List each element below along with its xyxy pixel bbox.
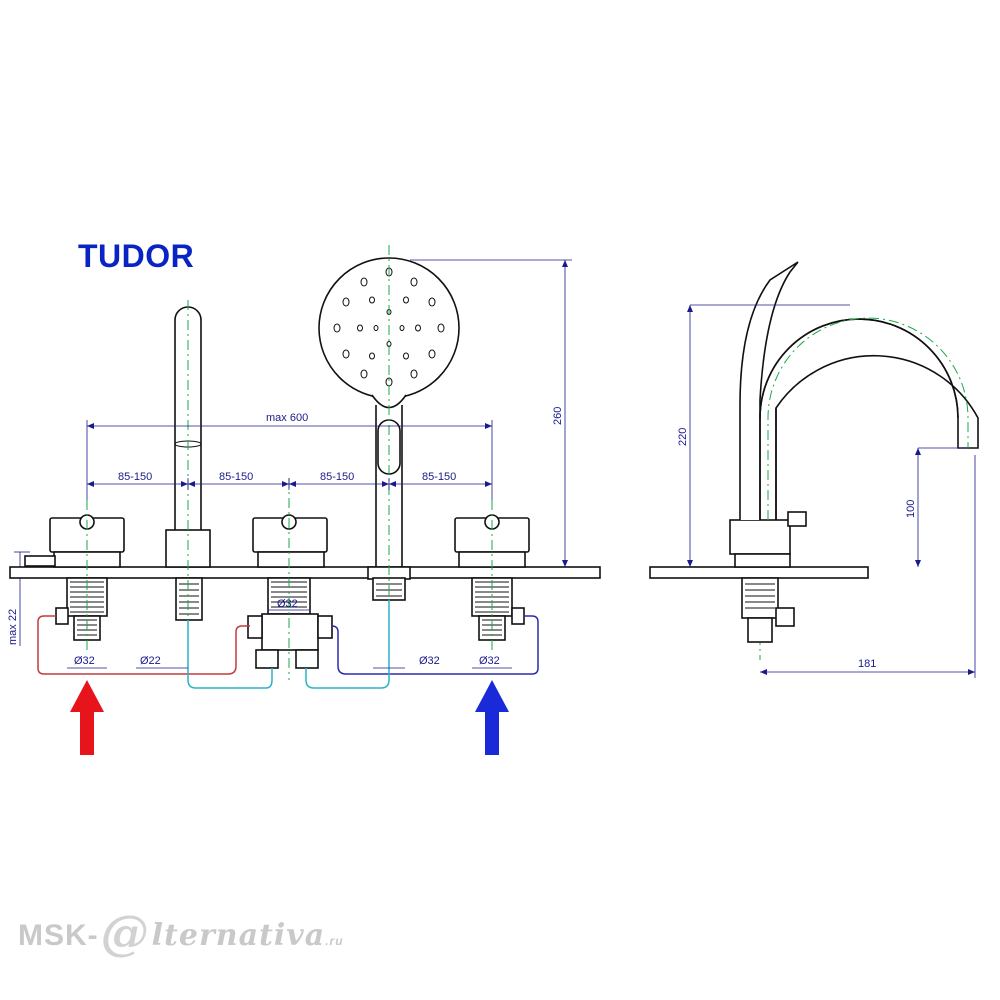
watermark-prefix: MSK-: [18, 919, 99, 952]
side-dimension-arrows: [687, 305, 975, 675]
cold-water-arrow-icon: [475, 680, 509, 755]
dim-max-22: max 22: [7, 609, 19, 645]
hoses: [37, 600, 539, 689]
dim-spacing-1: 85-150: [118, 471, 152, 483]
dim-side-220: 220: [677, 428, 689, 446]
hot-water-arrow-icon: [70, 680, 104, 755]
dimension-arrows: [87, 260, 568, 567]
dim-dia-shower: Ø32: [419, 655, 440, 667]
shower-hose: [305, 600, 390, 689]
dim-spacing-3: 85-150: [320, 471, 354, 483]
dim-dia-cold: Ø32: [479, 655, 500, 667]
front-view: [9, 257, 601, 669]
dim-dia-spout: Ø22: [140, 655, 161, 667]
deck-plate: [9, 566, 601, 579]
spout: [165, 306, 211, 621]
cold-hose: [331, 615, 539, 675]
dim-spacing-2: 85-150: [219, 471, 253, 483]
dim-height-260: 260: [552, 407, 564, 425]
side-dimensions: [689, 304, 976, 678]
spout-hose: [187, 620, 273, 689]
dim-max-600: max 600: [266, 412, 308, 424]
hot-hose: [37, 615, 250, 675]
watermark-tail: lternativa: [151, 918, 326, 953]
product-title: TUDOR: [78, 238, 195, 274]
dim-side-100: 100: [905, 500, 917, 518]
dim-dia-hot: Ø32: [74, 655, 95, 667]
dim-dia-center: Ø32: [277, 598, 298, 610]
side-view: [649, 261, 979, 643]
dim-side-181: 181: [858, 658, 876, 670]
side-centerline-arc: [767, 317, 969, 520]
watermark-at: @: [100, 905, 150, 961]
side-deck-plate: [649, 566, 869, 579]
diverter-valve: [247, 514, 333, 669]
front-dimensions: [14, 259, 572, 669]
watermark-tld: .ru: [325, 934, 344, 948]
dim-spacing-4: 85-150: [422, 471, 456, 483]
watermark: MSK-@lternativa.ru: [18, 905, 344, 961]
